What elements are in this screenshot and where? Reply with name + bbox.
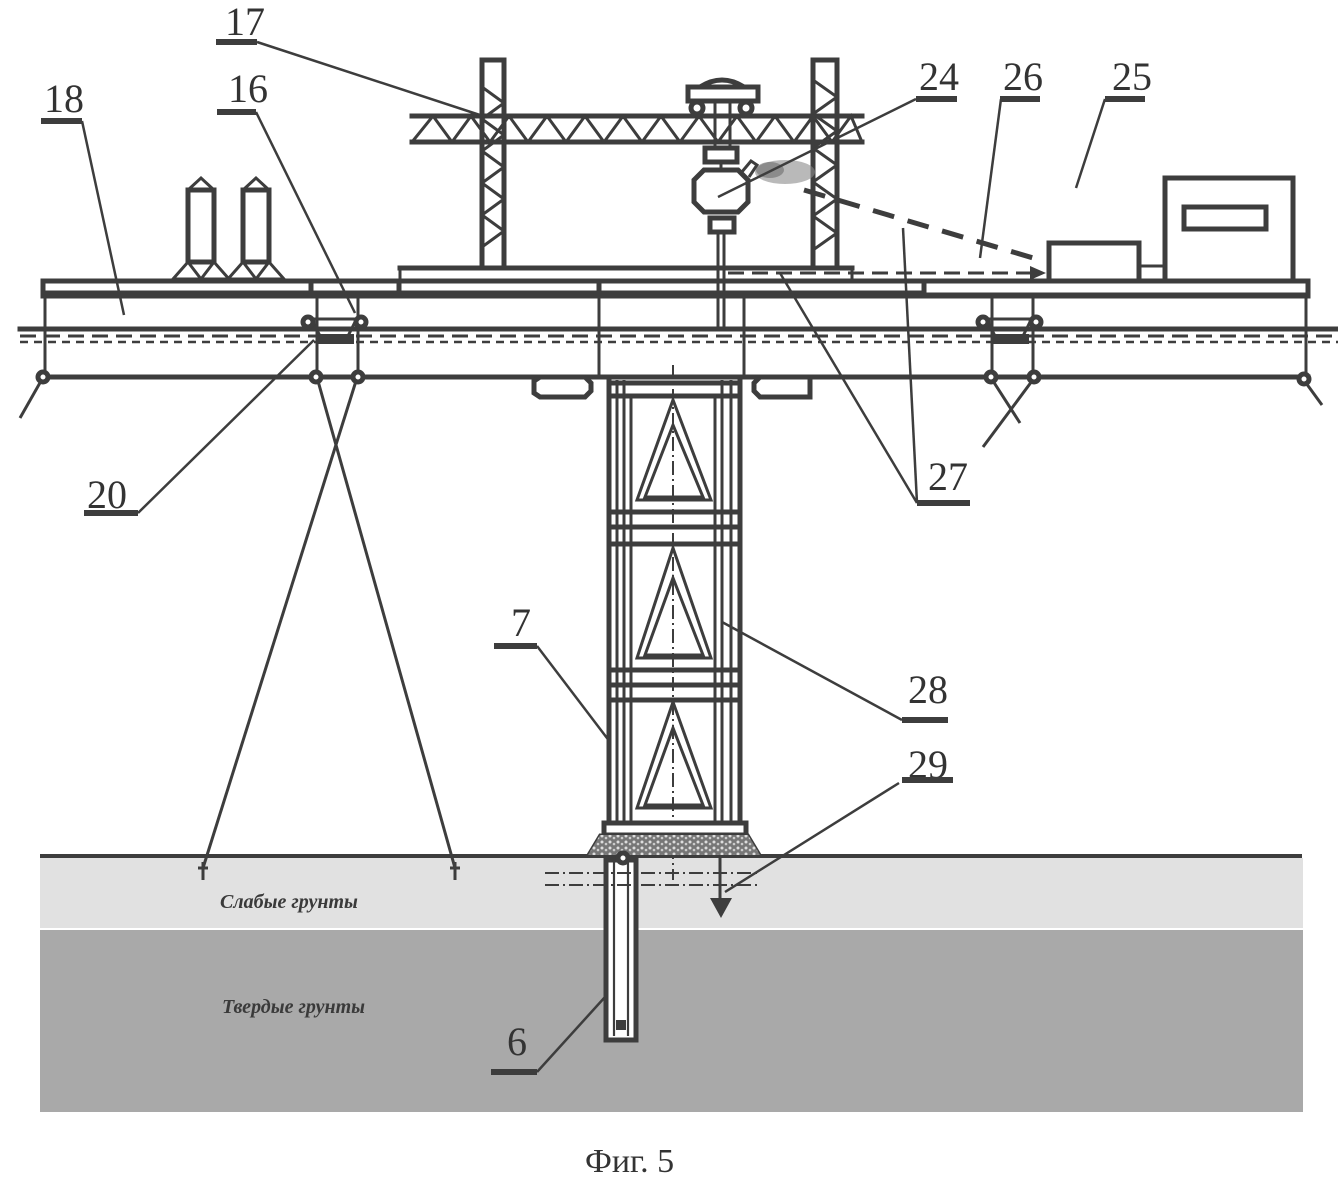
callout-7: 7 (511, 600, 531, 645)
soil-layers: Слабые грунты Твердые грунты (40, 854, 1303, 1112)
weak-soil-label: Слабые грунты (220, 891, 358, 913)
weak-soil-layer (40, 858, 1303, 928)
callout-6: 6 (507, 1019, 527, 1064)
figure-caption: Фиг. 5 (585, 1143, 674, 1180)
trolley-mixer (685, 77, 815, 330)
deck-plate-center (596, 278, 927, 296)
callout-26: 26 (1003, 54, 1043, 99)
deck-plate-16 (396, 278, 602, 296)
deck-plate-18 (308, 278, 402, 296)
deck-structure (17, 265, 1338, 380)
gantry-crane (409, 57, 865, 271)
callouts: 17 18 16 24 26 25 20 27 7 (41, 0, 1152, 1075)
pile (545, 850, 760, 1043)
callout-20: 20 (87, 472, 127, 517)
anchor-legs (18, 369, 1324, 880)
bogie-right (975, 314, 1044, 344)
control-unit-26 (1046, 240, 1165, 284)
callout-16: 16 (228, 66, 268, 111)
hard-soil-layer (40, 930, 1303, 1112)
callout-27: 27 (928, 454, 968, 499)
callout-24: 24 (919, 54, 959, 99)
callout-28: 28 (908, 667, 948, 712)
casting-arrow (710, 855, 732, 918)
deck-plate-left (40, 278, 314, 296)
silo-2 (224, 175, 288, 282)
bogie-left (300, 314, 369, 344)
callout-18: 18 (44, 76, 84, 121)
drill-mast (531, 365, 813, 880)
hard-soil-label: Твердые грунты (222, 996, 365, 1018)
callout-25: 25 (1112, 54, 1152, 99)
callout-17: 17 (225, 0, 265, 44)
signal-lines (728, 187, 1046, 280)
control-unit-25 (1162, 175, 1296, 284)
silo-1 (169, 175, 233, 282)
